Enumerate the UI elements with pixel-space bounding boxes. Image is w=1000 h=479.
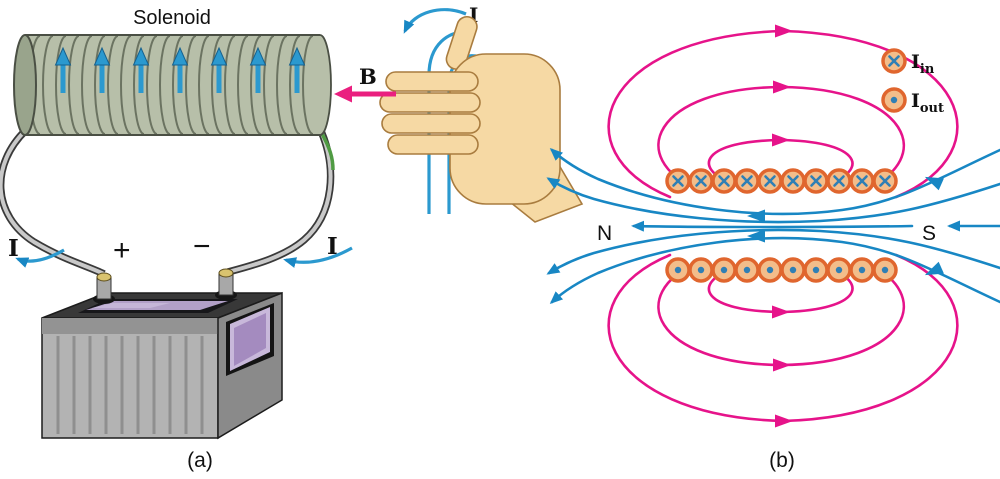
finger xyxy=(381,113,481,134)
current-out-of-page-icon xyxy=(665,257,691,283)
current-into-page-icon xyxy=(780,168,806,194)
solenoid-coil xyxy=(13,34,332,136)
finger xyxy=(385,71,479,92)
current-out-of-page-icon xyxy=(757,257,783,283)
inside-field-mid-arrows xyxy=(747,176,944,276)
current-label-left: I xyxy=(8,235,19,262)
current-into-page-icon xyxy=(688,168,714,194)
minus-label: − xyxy=(193,230,211,263)
current-into-page-icon xyxy=(665,168,691,194)
right-hand xyxy=(379,15,584,223)
caption-b: (b) xyxy=(769,449,795,472)
current-into-page-row xyxy=(665,168,898,194)
current-into-page-icon xyxy=(849,168,875,194)
right-hand-rule-inset: I B xyxy=(334,3,584,223)
current-out-of-page-icon xyxy=(803,257,829,283)
battery-negative-terminal xyxy=(215,268,237,300)
current-out-of-page-icon xyxy=(826,257,852,283)
solenoid-label: Solenoid xyxy=(133,7,211,29)
current-arrow-left xyxy=(15,248,65,268)
current-label-right: I xyxy=(327,233,338,260)
current-into-page-icon xyxy=(872,168,898,194)
current-out-of-page-icon xyxy=(688,257,714,283)
current-into-page-icon xyxy=(803,168,829,194)
legend-in-label: Iin xyxy=(911,51,935,77)
finger xyxy=(387,134,479,155)
panel-a: Solenoid xyxy=(0,7,353,472)
current-out-of-page-icon xyxy=(872,257,898,283)
current-out-of-page-icon xyxy=(734,257,760,283)
plus-label: + xyxy=(113,234,131,267)
wire-right xyxy=(227,129,335,276)
current-out-of-page-icon xyxy=(849,257,875,283)
hand-current-arrow xyxy=(403,8,467,34)
wire-left xyxy=(0,127,106,278)
b-field-arrow xyxy=(334,85,396,103)
legend-out-of-page-icon xyxy=(881,87,907,113)
current-out-of-page-row xyxy=(665,257,898,283)
thumb xyxy=(445,15,478,70)
b-field-label: B xyxy=(359,64,377,89)
south-pole-label: S xyxy=(922,222,936,245)
caption-a: (a) xyxy=(187,449,213,472)
legend: Iin Iout xyxy=(881,48,944,116)
legend-out-label: Iout xyxy=(911,90,944,116)
current-into-page-icon xyxy=(826,168,852,194)
battery xyxy=(41,268,283,440)
outside-field-arrows xyxy=(772,24,793,428)
legend-into-page-icon xyxy=(881,48,907,74)
finger xyxy=(379,92,481,113)
current-into-page-icon xyxy=(757,168,783,194)
north-pole-label: N xyxy=(597,222,612,245)
current-arrow-right xyxy=(283,246,353,268)
current-into-page-icon xyxy=(734,168,760,194)
current-out-of-page-icon xyxy=(711,257,737,283)
current-into-page-icon xyxy=(711,168,737,194)
battery-positive-terminal xyxy=(93,272,115,304)
hand-current-label: I xyxy=(469,3,478,27)
current-out-of-page-icon xyxy=(780,257,806,283)
panel-b: N S Iin Iout (b) xyxy=(546,24,1000,472)
